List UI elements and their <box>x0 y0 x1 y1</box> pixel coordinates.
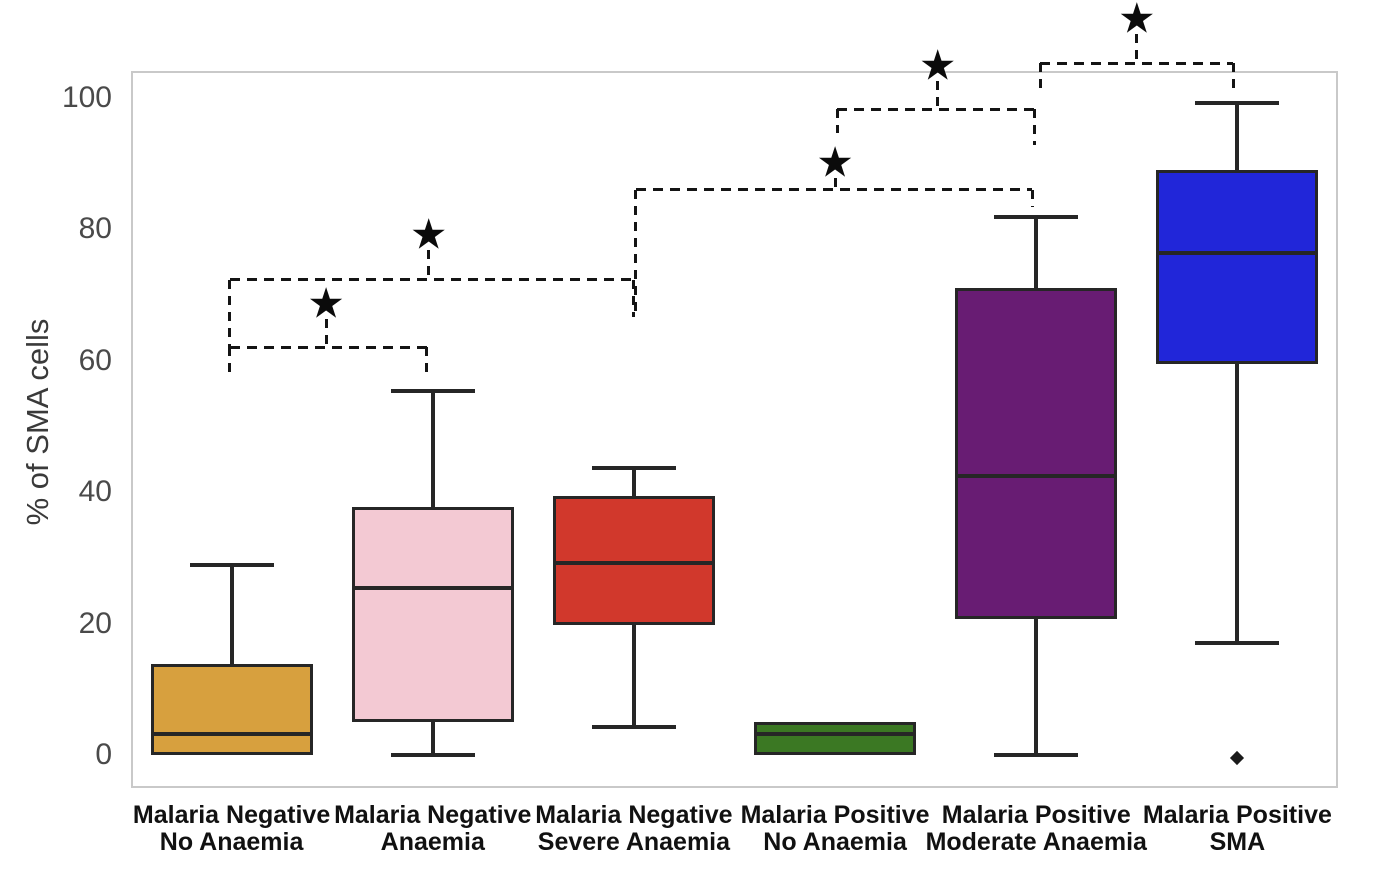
x-label-malaria-negative-severe-anaemia-line2: Severe Anaemia <box>537 828 731 856</box>
x-label-malaria-positive-moderate-anaemia-line1: Malaria Positive <box>941 801 1131 829</box>
y-axis-title: % of SMA cells <box>20 318 55 526</box>
x-label-malaria-negative-anaemia-line2: Anaemia <box>380 828 485 856</box>
bracket-top-5 <box>1040 61 1234 65</box>
x-label-malaria-positive-sma-line1: Malaria Positive <box>1142 801 1332 829</box>
x-label-malaria-positive-moderate-anaemia-line2: Moderate Anaemia <box>925 828 1147 856</box>
y-tick-label-80: 80 <box>78 212 112 246</box>
y-tick-label-20: 20 <box>78 606 112 640</box>
x-label-malaria-negative-anaemia-line1: Malaria Negative <box>334 801 532 829</box>
star-connector-5 <box>1135 33 1139 64</box>
significance-star-5: ★ <box>1118 0 1156 42</box>
x-label-malaria-negative-no-anaemia-line1: Malaria Negative <box>132 801 331 829</box>
y-tick-label-0: 0 <box>95 738 112 771</box>
x-label-malaria-positive-no-anaemia-line1: Malaria Positive <box>740 801 930 829</box>
x-label-malaria-negative-severe-anaemia-line1: Malaria Negative <box>535 801 733 829</box>
plot-area <box>131 71 1338 788</box>
x-label-malaria-negative-no-anaemia-line2: No Anaemia <box>159 828 304 856</box>
y-tick-label-100: 100 <box>61 81 112 114</box>
x-label-malaria-positive-sma-line2: SMA <box>1209 828 1266 856</box>
x-label-malaria-positive-no-anaemia-line2: No Anaemia <box>763 828 907 856</box>
